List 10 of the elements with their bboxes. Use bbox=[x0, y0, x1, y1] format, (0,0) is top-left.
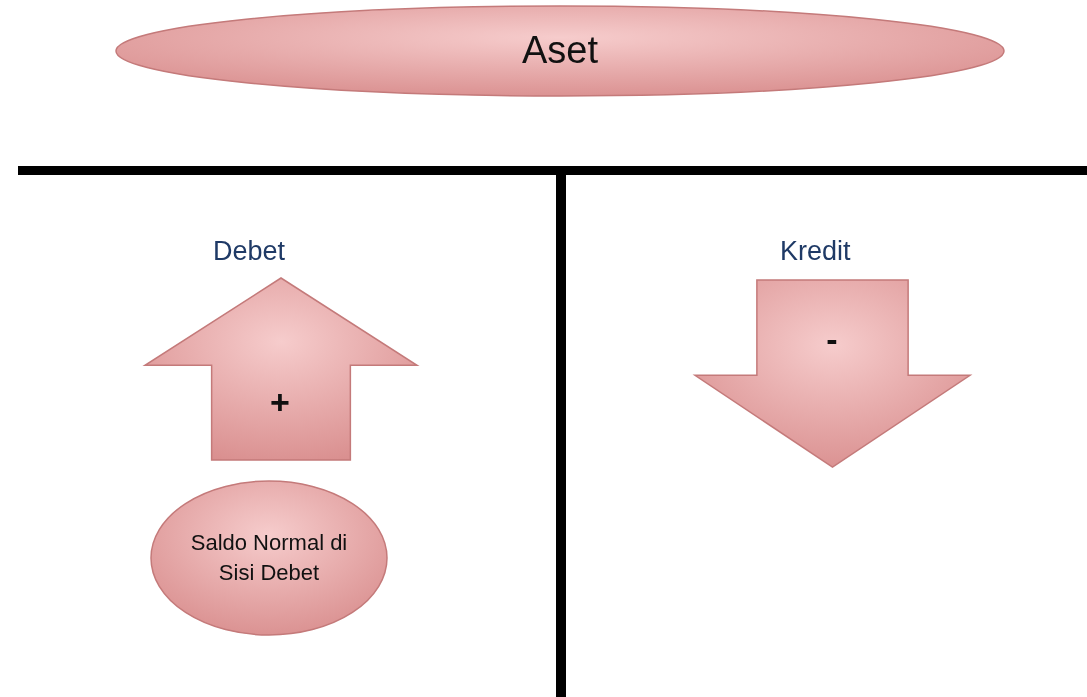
column-heading: Debet bbox=[213, 236, 286, 267]
up-arrow-node bbox=[145, 278, 417, 460]
down-arrow-node bbox=[695, 280, 970, 467]
circle-node bbox=[150, 480, 388, 636]
node-text: Aset bbox=[520, 28, 599, 74]
node-text: + bbox=[269, 382, 291, 424]
ellipse-node bbox=[115, 5, 1005, 97]
node-text: - bbox=[825, 319, 839, 361]
node-text: Saldo Normal di Sisi Debet bbox=[189, 529, 349, 587]
column-heading: Kredit bbox=[780, 236, 851, 267]
